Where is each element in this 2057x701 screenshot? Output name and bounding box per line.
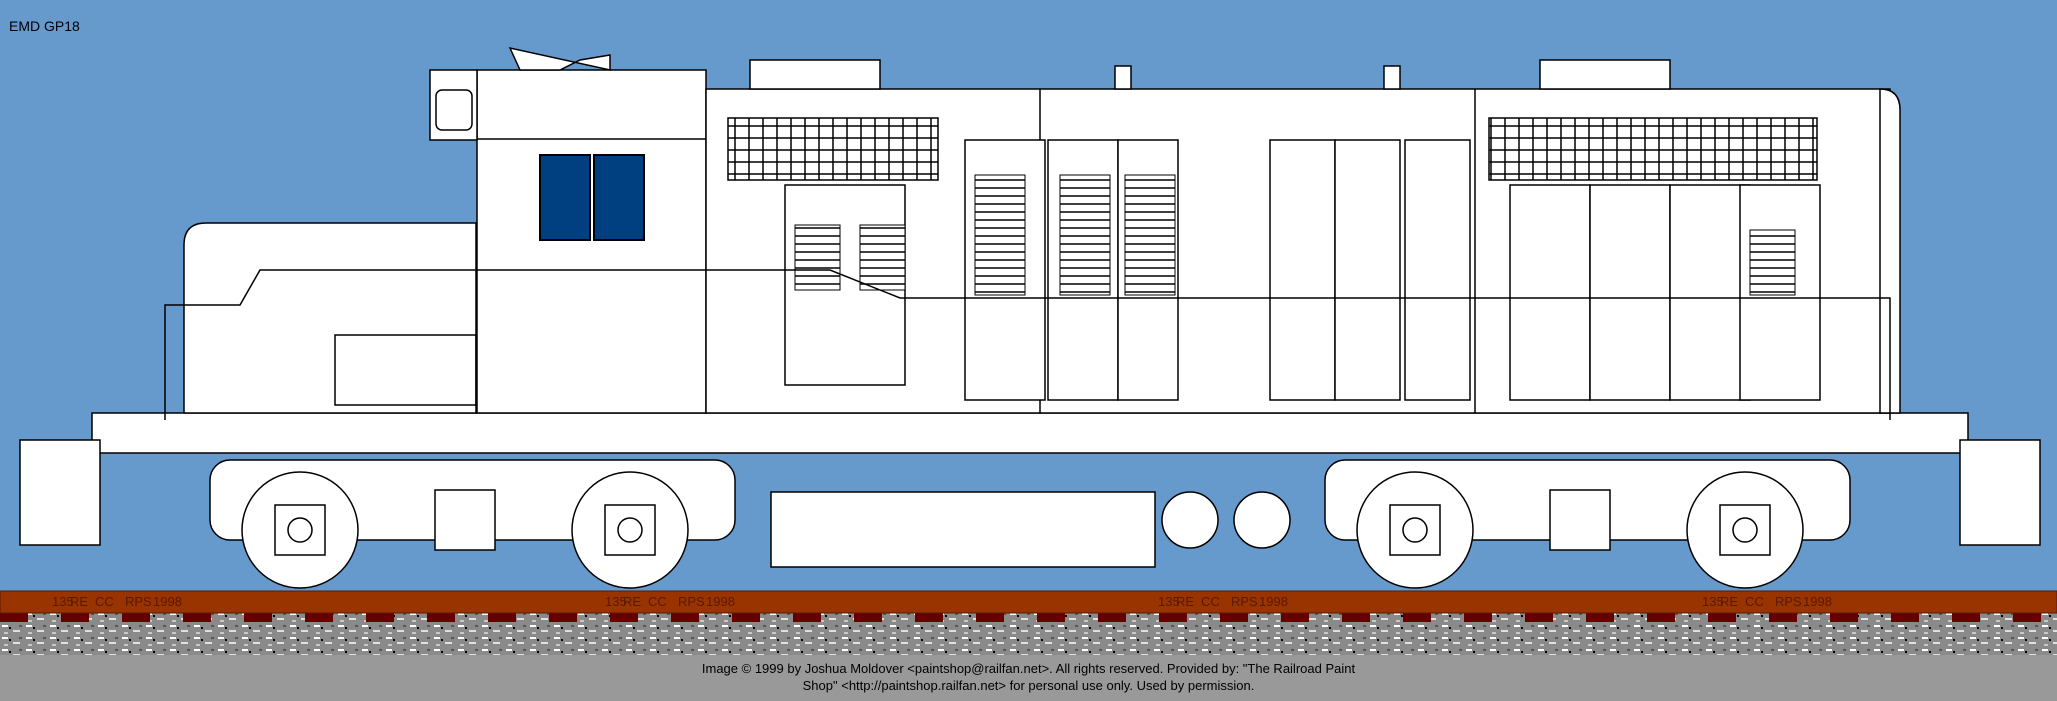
rail-marking: RE — [623, 594, 641, 609]
rail-marking: RPS — [1775, 594, 1802, 609]
axle-hub — [1732, 517, 1758, 543]
rail-marking: 135 — [52, 594, 74, 609]
radiator-grille — [727, 117, 939, 181]
hood-door — [1404, 139, 1471, 401]
radiator-grille — [1488, 117, 1818, 181]
locomotive-title: EMD GP18 — [9, 18, 80, 34]
fan-housing — [749, 59, 881, 90]
cab — [476, 69, 707, 414]
rail — [0, 590, 2057, 614]
handrail — [164, 269, 1891, 420]
cab-window-right — [593, 154, 645, 241]
hood-door — [1589, 184, 1671, 401]
hood-door — [1334, 139, 1401, 401]
air-tank — [1161, 491, 1219, 549]
rail-marking: RPS — [125, 594, 152, 609]
short-hood-panel — [334, 334, 477, 406]
footer: Image © 1999 by Joshua Moldover <paintsh… — [0, 655, 2057, 701]
rail-marking: RPS — [1231, 594, 1258, 609]
louver — [1124, 174, 1176, 296]
rail-marking: 1998 — [706, 594, 735, 609]
credit-line-2: Shop" <http://paintshop.railfan.net> for… — [802, 678, 1255, 693]
rail-marking: CC — [95, 594, 114, 609]
credit-line-1: Image © 1999 by Joshua Moldover <paintsh… — [701, 661, 1356, 676]
end-pilot-rear — [1959, 439, 2041, 546]
rail-marking: RE — [1176, 594, 1194, 609]
horn-icon — [508, 46, 611, 71]
air-tank — [1233, 491, 1291, 549]
exhaust-stack — [1383, 65, 1401, 90]
rail-marking: 1998 — [1803, 594, 1832, 609]
rail-marking: 1998 — [153, 594, 182, 609]
louver — [794, 224, 841, 291]
axle-hub — [617, 517, 643, 543]
rail-marking: CC — [1201, 594, 1220, 609]
axle-hub — [287, 517, 313, 543]
louver — [1749, 229, 1796, 296]
rail-marking: 135 — [1158, 594, 1180, 609]
rail-marking: CC — [648, 594, 667, 609]
rail-marking: 135 — [605, 594, 627, 609]
rail-marking: 1998 — [1259, 594, 1288, 609]
brake-cylinder — [1549, 489, 1611, 551]
headlight-icon — [435, 89, 473, 131]
cab-window-left — [539, 154, 591, 241]
exhaust-stack — [1114, 65, 1132, 90]
fan-housing — [1539, 59, 1671, 90]
rail-marking: RPS — [678, 594, 705, 609]
hood-door — [1269, 139, 1336, 401]
hood-door — [1669, 184, 1751, 401]
rail-marking: RE — [70, 594, 88, 609]
end-pilot-front — [19, 439, 101, 546]
rail-marking: RE — [1720, 594, 1738, 609]
louver — [1059, 174, 1111, 296]
louver — [859, 224, 906, 291]
long-hood-end — [1879, 88, 1901, 414]
axle-hub — [1402, 517, 1428, 543]
walkway-frame — [91, 412, 1969, 454]
rail-marking: 135 — [1702, 594, 1724, 609]
louver — [974, 174, 1026, 296]
hood-doors — [784, 139, 1821, 401]
brake-cylinder — [434, 489, 496, 551]
wheelsets — [241, 471, 1804, 589]
hood-door — [1509, 184, 1591, 401]
rail-marking: CC — [1745, 594, 1764, 609]
fuel-tank — [770, 491, 1156, 568]
